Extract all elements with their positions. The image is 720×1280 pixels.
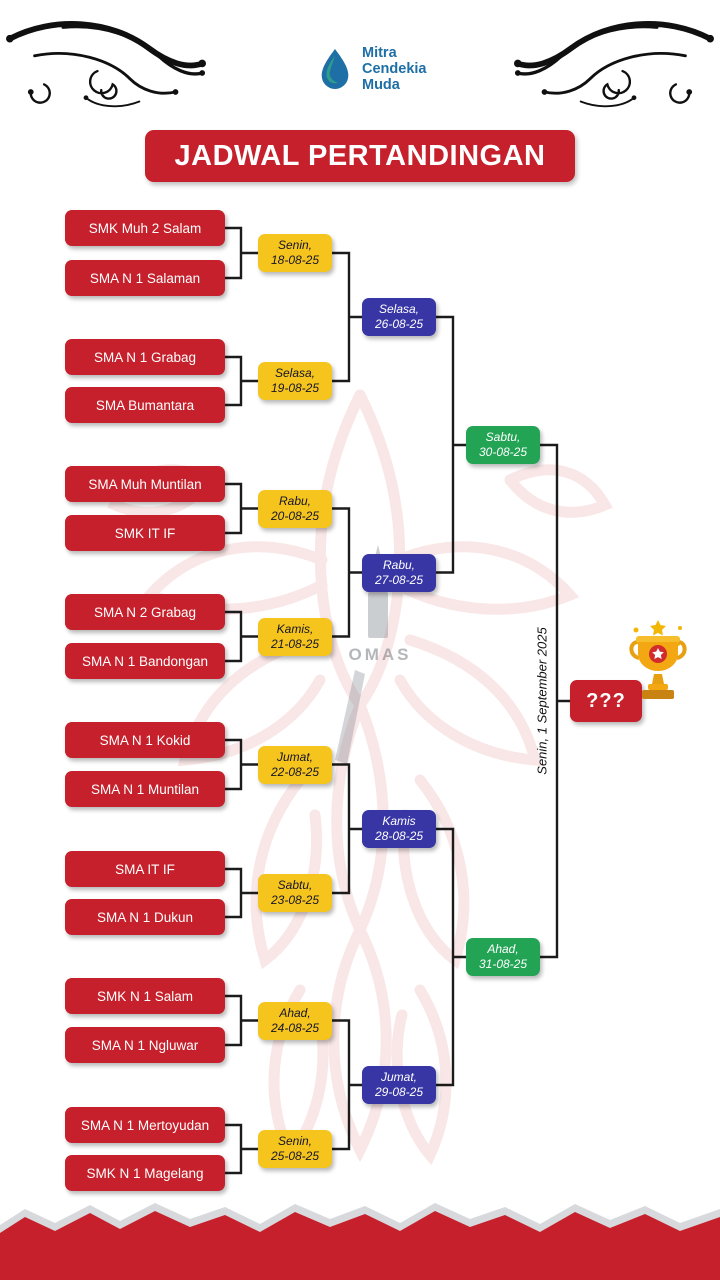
match-day: Sabtu,: [277, 878, 313, 892]
logo-text-line1: Mitra: [362, 45, 397, 61]
team-box-12: SMA N 1 Dukun: [65, 899, 225, 935]
semifinal-lines: [434, 315, 468, 1087]
trophy-icon: [629, 620, 687, 699]
match-day: Senin,: [277, 238, 313, 252]
match-day: Kamis,: [276, 622, 314, 636]
team-box-10: SMA N 1 Muntilan: [65, 771, 225, 807]
match-day: Ahad,: [279, 1006, 311, 1020]
round2-date-3: Kamis 28-08-25: [362, 810, 436, 848]
corner-flourish-right-icon: [514, 21, 714, 108]
semifinal-date-2: Ahad, 31-08-25: [466, 938, 540, 976]
match-date: 21-08-25: [270, 637, 320, 651]
match-day: Ahad,: [487, 942, 519, 956]
final-lines: [538, 443, 572, 959]
team-box-16: SMK N 1 Magelang: [65, 1155, 225, 1191]
match-day: Rabu,: [382, 558, 416, 572]
semifinal-date-1: Sabtu, 30-08-25: [466, 426, 540, 464]
team-box-14: SMA N 1 Ngluwar: [65, 1027, 225, 1063]
round2-date-4: Jumat, 29-08-25: [362, 1066, 436, 1104]
team-box-9: SMA N 1 Kokid: [65, 722, 225, 758]
champion-box: ???: [570, 680, 642, 722]
round2-date-2: Rabu, 27-08-25: [362, 554, 436, 592]
torn-paper-edge: [0, 1203, 720, 1280]
team-box-13: SMK N 1 Salam: [65, 978, 225, 1014]
match-date: 31-08-25: [478, 957, 528, 971]
team-box-2: SMA N 1 Salaman: [65, 260, 225, 296]
match-day: Sabtu,: [485, 430, 521, 444]
match-date: 20-08-25: [270, 509, 320, 523]
match-date: 18-08-25: [270, 253, 320, 267]
match-day: Senin,: [277, 1134, 313, 1148]
corner-flourish-left-icon: [6, 21, 206, 108]
team-box-8: SMA N 1 Bandongan: [65, 643, 225, 679]
match-day: Kamis: [382, 814, 416, 828]
logo: Mitra Cendekia Muda: [316, 45, 426, 93]
round1-date-6: Sabtu, 23-08-25: [258, 874, 332, 912]
team-box-6: SMK IT IF: [65, 515, 225, 551]
team-box-1: SMK Muh 2 Salam: [65, 210, 225, 246]
team-box-5: SMA Muh Muntilan: [65, 466, 225, 502]
match-date: 27-08-25: [374, 573, 424, 587]
logo-text-line2: Cendekia: [362, 61, 427, 77]
team-box-15: SMA N 1 Mertoyudan: [65, 1107, 225, 1143]
logo-text-line3: Muda: [362, 77, 400, 93]
logo-text: Mitra Cendekia Muda: [362, 45, 426, 93]
match-date: 22-08-25: [270, 765, 320, 779]
match-day: Rabu,: [278, 494, 312, 508]
page-title: JADWAL PERTANDINGAN: [145, 130, 575, 182]
match-date: 26-08-25: [374, 317, 424, 331]
match-date: 23-08-25: [270, 893, 320, 907]
match-date: 28-08-25: [374, 829, 424, 843]
round1-date-7: Ahad, 24-08-25: [258, 1002, 332, 1040]
match-day: Jumat,: [380, 1070, 417, 1084]
match-date: 25-08-25: [270, 1149, 320, 1163]
match-date: 24-08-25: [270, 1021, 320, 1035]
watermark-text: OMAS: [349, 645, 412, 664]
round2-date-1: Selasa, 26-08-25: [362, 298, 436, 336]
sword-watermark: [335, 670, 365, 764]
match-date: 19-08-25: [270, 381, 320, 395]
round2-lines: [330, 251, 364, 1151]
team-box-4: SMA Bumantara: [65, 387, 225, 423]
match-date: 29-08-25: [374, 1085, 424, 1099]
match-day: Jumat,: [276, 750, 313, 764]
logo-drop-icon: [321, 49, 349, 89]
match-day: Selasa,: [378, 302, 420, 316]
team-box-3: SMA N 1 Grabag: [65, 339, 225, 375]
round1-date-4: Kamis, 21-08-25: [258, 618, 332, 656]
match-date: 30-08-25: [478, 445, 528, 459]
round1-date-8: Senin, 25-08-25: [258, 1130, 332, 1168]
team-box-11: SMA IT IF: [65, 851, 225, 887]
round1-date-1: Senin, 18-08-25: [258, 234, 332, 272]
match-day: Selasa,: [274, 366, 316, 380]
final-date-label: Senin, 1 September 2025: [534, 627, 550, 775]
round1-date-2: Selasa, 19-08-25: [258, 362, 332, 400]
round1-date-3: Rabu, 20-08-25: [258, 490, 332, 528]
round1-lines: [223, 226, 260, 1175]
team-box-7: SMA N 2 Grabag: [65, 594, 225, 630]
round1-date-5: Jumat, 22-08-25: [258, 746, 332, 784]
